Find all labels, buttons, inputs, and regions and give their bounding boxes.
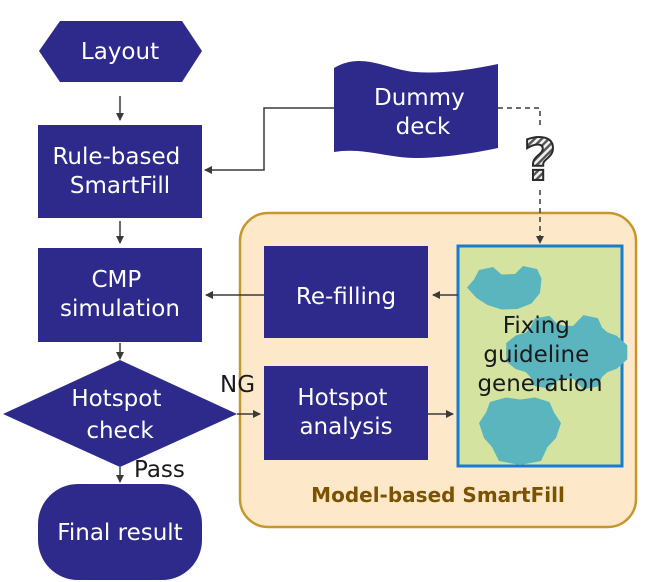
refilling-label: Re-filling <box>296 284 396 310</box>
gear-large-icon <box>506 315 628 390</box>
question-mark-icon: ? <box>523 126 557 194</box>
arrow-dummy-to-rule <box>204 107 334 174</box>
gear-upper-icon <box>467 266 542 310</box>
gear-lower-icon <box>479 397 561 465</box>
dummy-deck-line-2: deck <box>396 114 451 140</box>
hotspot-analysis-line-2: analysis <box>299 414 392 440</box>
hotspot-check-text: Hotspot check <box>71 386 168 444</box>
final-result-node <box>38 484 202 580</box>
rule-based-text: Rule-based SmartFill <box>52 144 187 199</box>
pass-label: Pass <box>134 457 185 483</box>
dummy-deck-text: Dummy deck <box>374 85 472 140</box>
dummy-deck-line-1: Dummy <box>374 85 465 111</box>
rule-based-node <box>38 125 202 218</box>
hotspot-check-line-1: Hotspot <box>71 386 161 412</box>
model-based-title: Model-based SmartFill <box>311 483 565 507</box>
hotspot-analysis-node <box>264 366 428 460</box>
cmp-line-2: simulation <box>60 296 180 322</box>
final-result-label: Final result <box>57 520 182 546</box>
rule-based-line-1: Rule-based <box>52 144 180 170</box>
hotspot-analysis-line-1: Hotspot <box>297 385 387 411</box>
guideline-text-line-2: guideline <box>483 342 589 368</box>
cmp-simulation-node <box>38 248 202 342</box>
dummy-deck-node <box>334 60 498 158</box>
layout-label: Layout <box>81 39 159 65</box>
rule-based-line-2: SmartFill <box>70 173 170 199</box>
hotspot-check-node <box>3 360 237 467</box>
hotspot-check-line-2: check <box>86 418 154 444</box>
refilling-node <box>264 246 428 338</box>
guideline-text: Fixing guideline generation <box>477 313 602 397</box>
hotspot-analysis-text: Hotspot analysis <box>297 385 394 440</box>
layout-node <box>39 21 202 82</box>
guideline-text-line-3: generation <box>477 371 602 397</box>
cmp-line-1: CMP <box>91 267 141 293</box>
ng-label: NG <box>220 372 255 398</box>
dashed-connector-top <box>498 107 541 125</box>
guideline-text-line-1: Fixing <box>503 313 570 339</box>
cmp-simulation-text: CMP simulation <box>60 267 180 322</box>
